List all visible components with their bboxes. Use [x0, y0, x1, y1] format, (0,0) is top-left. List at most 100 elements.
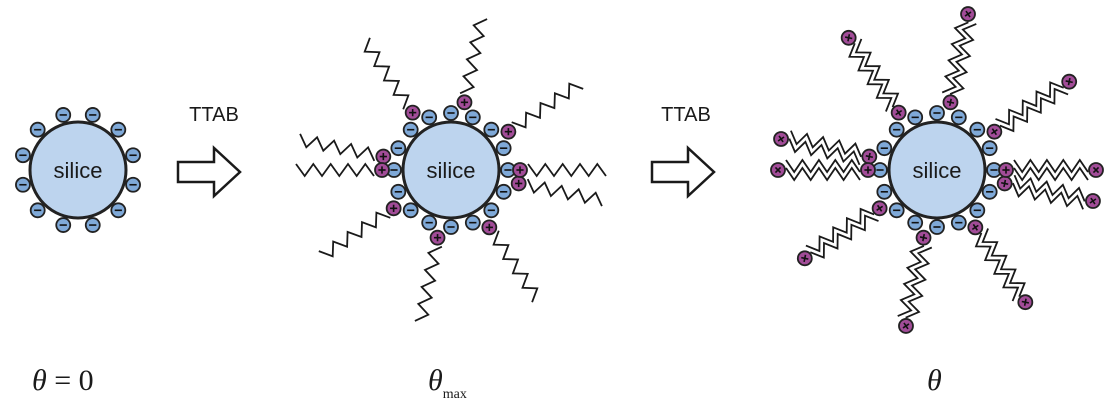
- reagent-label: TTAB: [661, 104, 711, 126]
- cation-icon: [773, 131, 789, 147]
- cation-icon: [960, 6, 976, 22]
- theta-label: θ: [927, 364, 942, 397]
- cation-icon: [1088, 162, 1104, 178]
- anion-icon: [402, 121, 419, 138]
- alkyl-chain: [511, 82, 584, 129]
- surface-charges: [872, 105, 1002, 235]
- cation-icon: [512, 162, 528, 178]
- cation-icon: [840, 29, 857, 46]
- cation-icon: [986, 123, 1003, 140]
- cation-icon: [481, 219, 498, 236]
- anion-icon: [421, 214, 438, 231]
- anion-icon: [390, 140, 407, 157]
- cation-icon: [510, 175, 527, 192]
- alkyl-chain: [363, 37, 410, 110]
- panel-bare-particle: silice θ = 0: [15, 107, 141, 397]
- panel-bilayer: silice θ: [770, 6, 1104, 397]
- alkyl-chain: [999, 87, 1069, 133]
- anion-icon: [29, 121, 46, 138]
- alkyl-chain: [854, 38, 900, 108]
- anion-icon: [55, 107, 72, 123]
- anion-icon: [390, 183, 407, 200]
- anion-icon: [495, 183, 512, 200]
- alkyl-chain: [995, 81, 1065, 126]
- cation-icon: [385, 200, 402, 217]
- anion-icon: [421, 109, 438, 126]
- step-arrow-2: TTAB: [650, 104, 716, 199]
- alkyl-chain: [299, 133, 376, 162]
- silica-particle: [887, 120, 987, 220]
- alkyl-chain: [295, 162, 375, 178]
- anion-icon: [84, 217, 101, 233]
- surfactant-chains: [785, 21, 1089, 319]
- alkyl-chain: [785, 166, 861, 182]
- alkyl-chain: [974, 232, 1020, 302]
- cation-icon: [890, 104, 907, 121]
- alkyl-chain: [1013, 174, 1086, 202]
- anion-icon: [907, 214, 924, 231]
- arrow-right-icon: [176, 145, 242, 199]
- anion-icon: [876, 140, 893, 157]
- anion-icon: [950, 214, 967, 231]
- anion-icon: [483, 202, 500, 219]
- alkyl-chain: [809, 214, 879, 259]
- cation-icon: [967, 219, 984, 236]
- cation-icon: [871, 200, 888, 217]
- cation-icon: [860, 162, 876, 178]
- surfactant-chains: [295, 18, 607, 322]
- alkyl-chain: [527, 162, 607, 178]
- particle-label: silice: [54, 158, 103, 183]
- anion-icon: [443, 105, 459, 121]
- anion-icon: [15, 176, 31, 193]
- alkyl-chain: [790, 130, 862, 158]
- arrow-right-icon: [650, 145, 716, 199]
- cation-icon: [404, 104, 421, 121]
- surfactant-heads: [770, 6, 1104, 334]
- cation-icon: [770, 162, 786, 178]
- anion-icon: [110, 121, 127, 138]
- surface-charges: [15, 107, 141, 233]
- anion-icon: [55, 217, 72, 233]
- anion-icon: [888, 202, 905, 219]
- cation-icon: [500, 123, 517, 140]
- cation-icon: [1085, 193, 1101, 209]
- alkyl-chain: [1012, 182, 1084, 210]
- anion-icon: [464, 214, 481, 231]
- cation-icon: [375, 148, 392, 165]
- cation-icon: [898, 318, 914, 334]
- anion-icon: [402, 202, 419, 219]
- cation-icon: [456, 94, 473, 111]
- anion-icon: [15, 147, 31, 164]
- alkyl-chain: [981, 228, 1026, 298]
- reagent-label: TTAB: [189, 104, 239, 126]
- alkyl-chain: [1013, 158, 1089, 174]
- anion-icon: [981, 140, 998, 157]
- cation-icon: [861, 148, 878, 165]
- alkyl-chain: [905, 246, 933, 319]
- surfactant-heads: [374, 94, 528, 246]
- anion-icon: [950, 109, 967, 126]
- alkyl-chain: [492, 230, 539, 303]
- cation-icon: [429, 229, 446, 246]
- anion-icon: [110, 202, 127, 219]
- alkyl-chain: [897, 245, 925, 317]
- theta-label-max: θmax: [428, 364, 467, 401]
- cation-icon: [374, 162, 390, 178]
- cation-icon: [915, 229, 932, 246]
- anion-icon: [969, 202, 986, 219]
- alkyl-chain: [941, 21, 969, 94]
- anion-icon: [495, 140, 512, 157]
- cation-icon: [1017, 294, 1034, 311]
- anion-icon: [483, 121, 500, 138]
- cation-icon: [996, 175, 1013, 192]
- alkyl-chain: [848, 42, 893, 112]
- alkyl-chain: [318, 211, 391, 258]
- alkyl-chain: [949, 23, 977, 95]
- anion-icon: [986, 162, 1002, 178]
- anion-icon: [443, 219, 459, 235]
- anion-icon: [84, 107, 101, 123]
- theta-label-zero: θ = 0: [32, 364, 94, 397]
- anion-icon: [929, 105, 945, 121]
- step-arrow-1: TTAB: [176, 104, 242, 199]
- alkyl-chain: [526, 178, 603, 207]
